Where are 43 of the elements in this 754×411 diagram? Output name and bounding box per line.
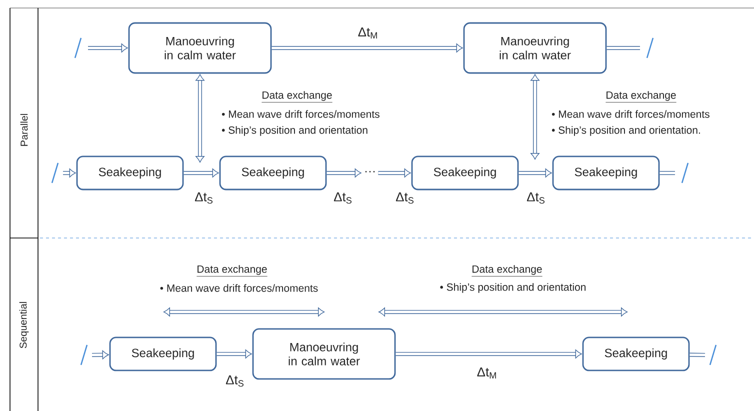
heading: Data exchange: [196, 265, 268, 276]
bullet-text: • Mean wave drift forces/moments: [160, 284, 318, 292]
process-box: Seakeeping: [109, 336, 217, 372]
process-box: Seakeeping: [582, 336, 690, 372]
edge-label: Δt$_{M}$: [358, 27, 377, 39]
arrow: [92, 350, 109, 360]
process-box: Seakeeping: [219, 156, 327, 190]
arrow: [690, 352, 706, 357]
arrow: [326, 168, 362, 178]
arrow: [378, 168, 411, 178]
arrow: [88, 44, 128, 52]
bullet-text: • Ship’s position and orientation.: [552, 126, 700, 136]
edge-label: Δt$_{S}$: [226, 375, 244, 387]
arrow: [272, 44, 463, 52]
bullet-text: • Mean wave drift forces/moments: [222, 110, 380, 118]
arrow: [196, 74, 204, 163]
heading: Data exchange: [262, 91, 333, 102]
process-box: Manoeuvring in calm water: [463, 22, 607, 74]
edge-label: Δt$_{S}$: [334, 192, 352, 204]
arrow: [63, 168, 76, 178]
section-label: Parallel: [20, 114, 28, 146]
bullet-text: • Ship’s position and orientation: [222, 126, 368, 136]
process-box: Manoeuvring in calm water: [252, 328, 396, 380]
bullet-text: • Ship’s position and orientation: [440, 283, 586, 293]
arrow: [216, 350, 252, 358]
process-box: Seakeeping: [411, 156, 519, 190]
arrow: [518, 168, 552, 178]
process-box: Manoeuvring in calm water: [128, 22, 272, 74]
edge-label: Δt$_{M}$: [477, 367, 496, 379]
arrow: [396, 350, 582, 358]
edge-label: Δt$_{S}$: [526, 192, 544, 204]
arrow: [660, 171, 675, 175]
process-box: Seakeeping: [76, 156, 184, 190]
arrow: [184, 168, 219, 178]
process-box: Seakeeping: [552, 156, 660, 190]
edge-label: Δt$_{S}$: [194, 192, 213, 204]
ellipsis: ···: [365, 171, 375, 172]
heading: Data exchange: [606, 91, 677, 102]
arrow: [530, 74, 540, 160]
section-label: Sequential: [19, 302, 29, 348]
bullet-text: • Mean wave drift forces/moments: [552, 110, 710, 118]
edge-label: Δt$_{S}$: [396, 192, 414, 204]
heading: Data exchange: [471, 265, 543, 276]
